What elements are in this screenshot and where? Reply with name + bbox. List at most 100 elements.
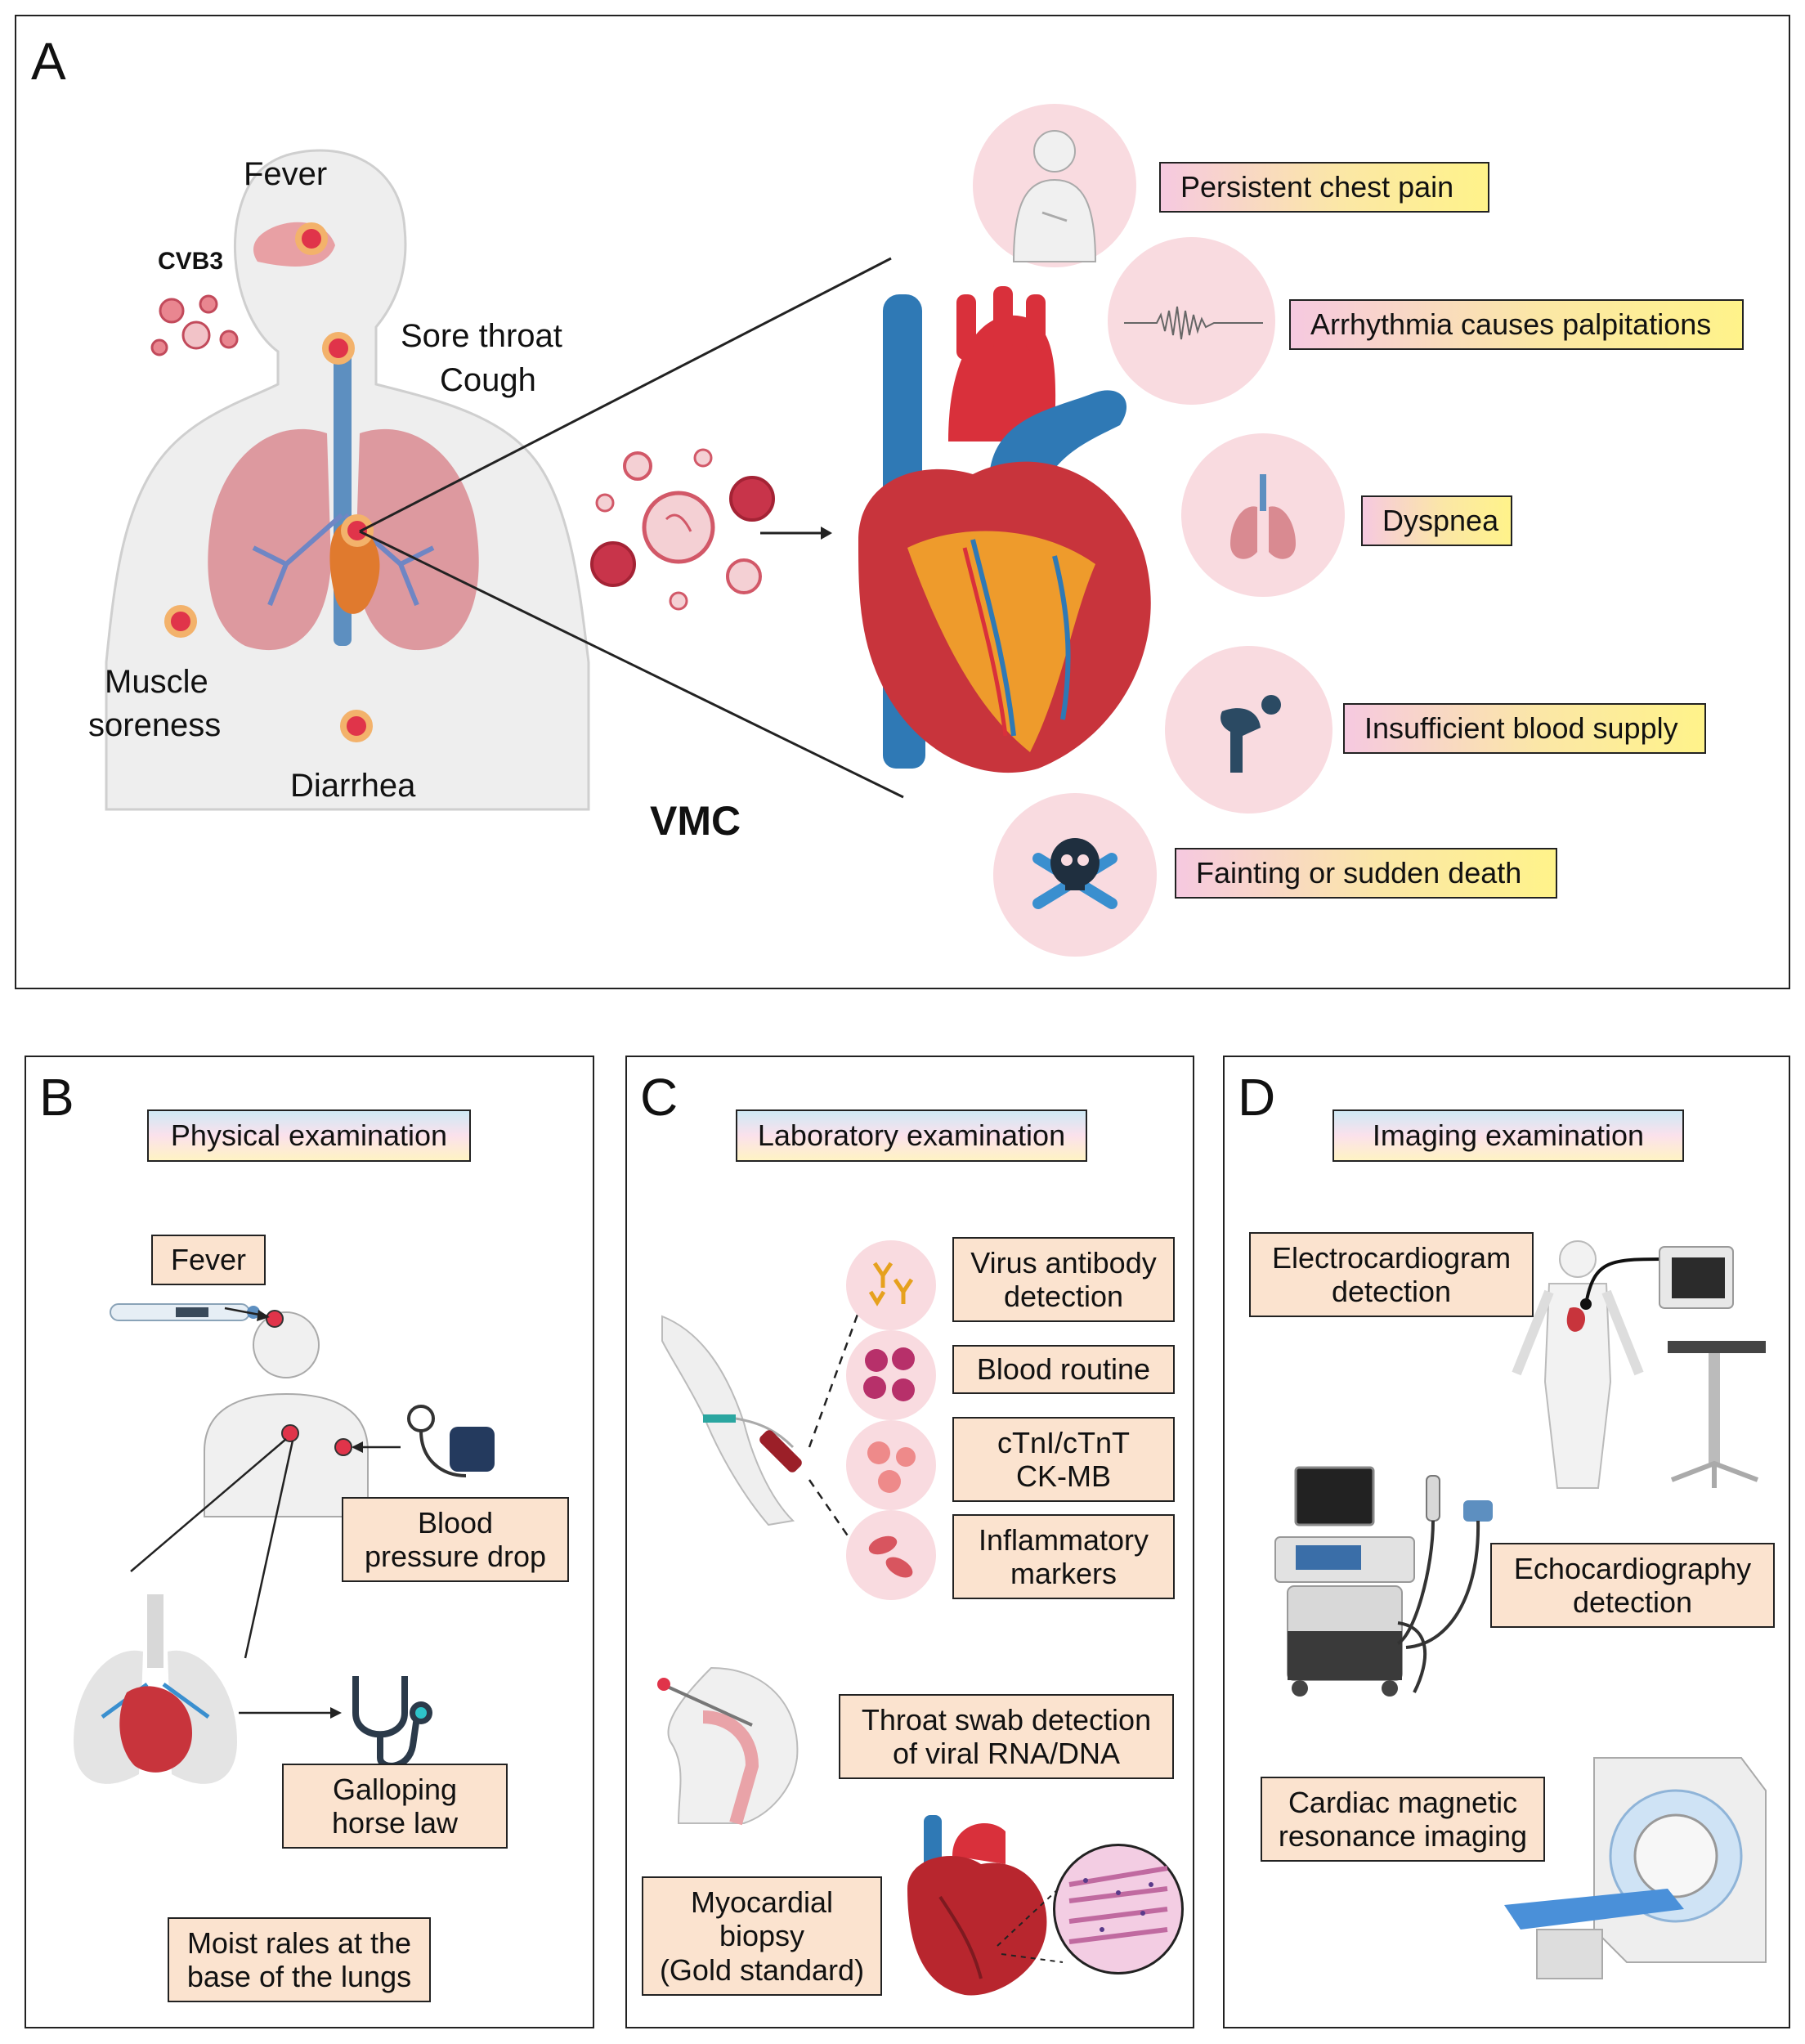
ecg-machine-icon bbox=[1580, 1246, 1766, 1488]
inflammatory-box: Inflammatory markers bbox=[952, 1514, 1175, 1599]
zoom-lines bbox=[359, 257, 904, 799]
heart-illustration bbox=[858, 286, 1151, 773]
mri-box: Cardiac magnetic resonance imaging bbox=[1261, 1777, 1545, 1862]
gallop-line-2: horse law bbox=[331, 1806, 459, 1840]
muscle-label: Muscle bbox=[105, 664, 208, 700]
skull-crossbones-icon bbox=[1032, 838, 1117, 909]
rales-line-2: base of the lungs bbox=[186, 1960, 412, 1993]
symptom-fainting: Fainting or sudden death bbox=[1175, 848, 1557, 899]
ecg-box: Electrocardiogram detection bbox=[1249, 1232, 1534, 1317]
biopsy-box: Myocardial biopsy (Gold standard) bbox=[642, 1876, 882, 1996]
chest-dot-b bbox=[281, 1424, 299, 1442]
virus-line-2: detection bbox=[1003, 1280, 1124, 1313]
symptom-dyspnea: Dyspnea bbox=[1361, 495, 1512, 546]
antibody-icon bbox=[868, 1262, 914, 1307]
chest-pain-icon bbox=[1012, 130, 1097, 262]
right-lung bbox=[356, 428, 479, 651]
ultrasound-probe-icon bbox=[1396, 1475, 1493, 1649]
cvb3-label: CVB3 bbox=[158, 248, 224, 275]
left-lung bbox=[208, 428, 331, 651]
ecg-wave-icon bbox=[1124, 306, 1263, 340]
blood-routine-box: Blood routine bbox=[952, 1345, 1175, 1394]
panel-d-label: D bbox=[1238, 1068, 1276, 1127]
biopsy-line-2: biopsy bbox=[719, 1919, 805, 1953]
patient-figure-b bbox=[204, 1311, 369, 1517]
ecg-line-1: Electrocardiogram bbox=[1271, 1240, 1512, 1275]
physical-exam-header: Physical examination bbox=[147, 1109, 471, 1162]
thermometer-icon bbox=[110, 1303, 260, 1321]
cough-label: Cough bbox=[440, 362, 536, 398]
ecg-patient-figure bbox=[1512, 1240, 1644, 1489]
bent-person-icon bbox=[1221, 695, 1281, 773]
dyspnea-circle bbox=[1181, 433, 1345, 597]
bp-line-1: Blood bbox=[417, 1505, 494, 1540]
antibody-circle bbox=[846, 1240, 936, 1330]
histology-pattern bbox=[1068, 1866, 1168, 1944]
echo-line-1: Echocardiography bbox=[1513, 1551, 1752, 1585]
biopsy-line-3: (Gold standard) bbox=[659, 1952, 865, 1987]
virus-line-1: Virus antibody bbox=[970, 1245, 1157, 1280]
mri-scanner-icon bbox=[1504, 1757, 1767, 1979]
rales-line-1: Moist rales at the bbox=[186, 1925, 412, 1960]
galloping-box: Galloping horse law bbox=[282, 1764, 508, 1849]
biopsy-heart-icon bbox=[907, 1815, 1047, 1996]
symptom-chest-pain: Persistent chest pain bbox=[1159, 162, 1489, 213]
vmc-label: VMC bbox=[650, 798, 741, 844]
throat-dot bbox=[322, 332, 355, 365]
blood-cells-icon bbox=[863, 1347, 915, 1401]
myocyte-circle bbox=[846, 1420, 936, 1510]
biopsy-line-1: Myocardial bbox=[690, 1885, 834, 1919]
lungs-icon bbox=[1230, 474, 1296, 559]
swab-line-1: Throat swab detection bbox=[861, 1702, 1152, 1737]
bp-line-2: pressure drop bbox=[364, 1540, 547, 1573]
cell-icon bbox=[867, 1441, 916, 1493]
inflam-line-1: Inflammatory bbox=[978, 1522, 1149, 1557]
mri-line-1: Cardiac magnetic bbox=[1288, 1785, 1518, 1819]
echo-box: Echocardiography detection bbox=[1490, 1543, 1775, 1628]
cvb3-virus-cluster bbox=[150, 294, 239, 356]
inflammatory-icon bbox=[868, 1535, 913, 1578]
human-body-illustration bbox=[105, 149, 590, 811]
inflam-line-2: markers bbox=[1010, 1557, 1117, 1590]
sore-throat-label: Sore throat bbox=[401, 318, 562, 354]
heart-small bbox=[329, 523, 380, 614]
bp-drop-box: Blood pressure drop bbox=[342, 1497, 569, 1582]
fever-label-a: Fever bbox=[244, 156, 328, 192]
swab-line-2: of viral RNA/DNA bbox=[892, 1737, 1121, 1770]
bp-cuff-icon bbox=[407, 1405, 495, 1477]
panel-b-label: B bbox=[39, 1068, 74, 1127]
fever-box-b: Fever bbox=[151, 1235, 266, 1285]
gallop-line-1: Galloping bbox=[332, 1772, 458, 1806]
lungs-heart-icon bbox=[74, 1594, 237, 1784]
throat-swab-icon bbox=[657, 1666, 799, 1826]
symptom-palpitations: Arrhythmia causes palpitations bbox=[1289, 299, 1744, 350]
muscle-dot bbox=[164, 605, 197, 638]
mri-line-2: resonance imaging bbox=[1278, 1819, 1528, 1853]
virus-antibody-box: Virus antibody detection bbox=[952, 1237, 1175, 1322]
chest-dot bbox=[341, 514, 374, 547]
lab-exam-header: Laboratory examination bbox=[736, 1109, 1087, 1162]
diarrhea-dot bbox=[340, 710, 373, 742]
panel-c-label: C bbox=[640, 1068, 679, 1127]
arm-blood-draw-icon bbox=[661, 1315, 802, 1526]
inflammatory-circle bbox=[846, 1510, 936, 1600]
symptom-blood-supply: Insufficient blood supply bbox=[1343, 703, 1706, 754]
echo-line-2: detection bbox=[1572, 1585, 1693, 1619]
imaging-exam-header: Imaging examination bbox=[1332, 1109, 1684, 1162]
fever-dot bbox=[295, 222, 328, 255]
ctni-line-1: cTnI/cTnT bbox=[997, 1425, 1131, 1459]
head-dot bbox=[266, 1310, 284, 1328]
coronary-fat bbox=[907, 531, 1095, 752]
bronchi bbox=[252, 513, 435, 607]
throat-swab-box: Throat swab detection of viral RNA/DNA bbox=[839, 1694, 1174, 1779]
echo-machine-icon bbox=[1274, 1466, 1427, 1697]
virus-cluster bbox=[590, 448, 775, 611]
ctni-line-2: CK-MB bbox=[1016, 1459, 1111, 1493]
panel-a-label: A bbox=[31, 32, 66, 91]
ctni-box: cTnI/cTnT CK-MB bbox=[952, 1417, 1175, 1502]
superior-vena-cava bbox=[883, 294, 922, 523]
ecg-line-2: detection bbox=[1331, 1275, 1452, 1308]
